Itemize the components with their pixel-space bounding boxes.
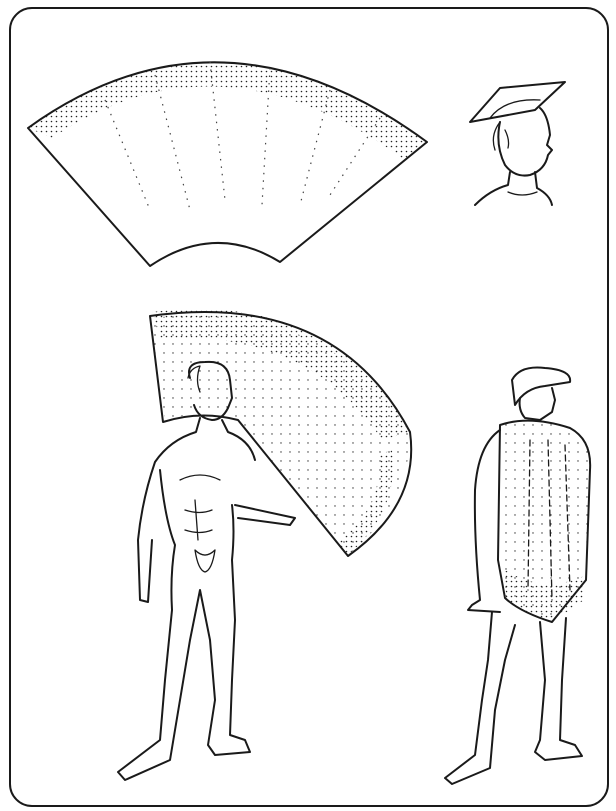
nude-left-arm: [138, 418, 200, 602]
nude-torso-detail: [185, 500, 212, 540]
standing-man-icon: [118, 309, 411, 780]
draped-right-leg: [535, 618, 582, 760]
cloaked-man-icon: [445, 368, 590, 785]
ear: [505, 130, 509, 148]
nude-groin: [195, 550, 215, 572]
hat-head-icon: [470, 82, 565, 205]
neck-right: [535, 172, 552, 205]
draped-left-side: [468, 430, 500, 612]
flat-cloth-outline: [28, 62, 427, 266]
nude-right-arm: [235, 505, 295, 525]
nude-legs: [118, 470, 250, 780]
hat-crown: [490, 100, 540, 118]
flat-cloth-diagram: [28, 62, 427, 266]
head-profile: [498, 108, 552, 176]
draped-left-leg: [445, 612, 515, 784]
neck-left: [475, 172, 510, 205]
